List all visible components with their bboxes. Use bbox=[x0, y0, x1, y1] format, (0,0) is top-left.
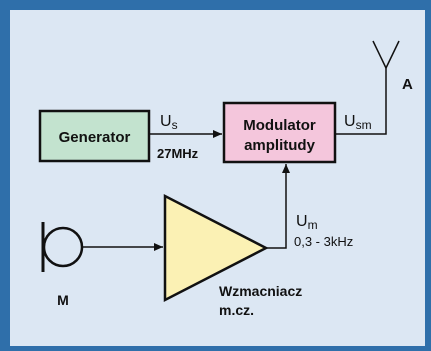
signal-usm-sub: sm bbox=[356, 118, 372, 132]
signal-usm-main: U bbox=[344, 113, 356, 130]
amplifier-label-line1: Wzmacniacz bbox=[219, 283, 302, 299]
amplifier-label-line2: m.cz. bbox=[219, 302, 254, 318]
signal-us-sub: s bbox=[172, 118, 178, 132]
modulator-label-line1: Modulator bbox=[243, 117, 316, 134]
antenna-icon bbox=[372, 40, 400, 69]
amplifier-to-modulator-arrow bbox=[266, 164, 290, 249]
modulator-block: Modulator amplitudy bbox=[222, 101, 337, 164]
generator-block: Generator bbox=[38, 109, 151, 163]
frame-background bbox=[10, 10, 425, 346]
signal-um-frequency: 0,3 - 3kHz bbox=[294, 234, 353, 249]
signal-um-sub: m bbox=[308, 218, 318, 232]
signal-us-frequency: 27MHz bbox=[157, 146, 199, 161]
modulator-label-line2: amplitudy bbox=[244, 137, 315, 154]
microphone-label: M bbox=[57, 292, 69, 308]
generator-label: Generator bbox=[59, 129, 131, 146]
signal-um-main: U bbox=[296, 213, 308, 230]
antenna-label: A bbox=[402, 76, 413, 93]
signal-um-label: Um bbox=[296, 213, 318, 232]
signal-us-label: Us bbox=[160, 113, 178, 132]
amplifier-triangle bbox=[163, 193, 269, 303]
modulator-to-antenna-line bbox=[335, 68, 387, 135]
signal-usm-label: Usm bbox=[344, 113, 372, 132]
signal-us-main: U bbox=[160, 113, 172, 130]
